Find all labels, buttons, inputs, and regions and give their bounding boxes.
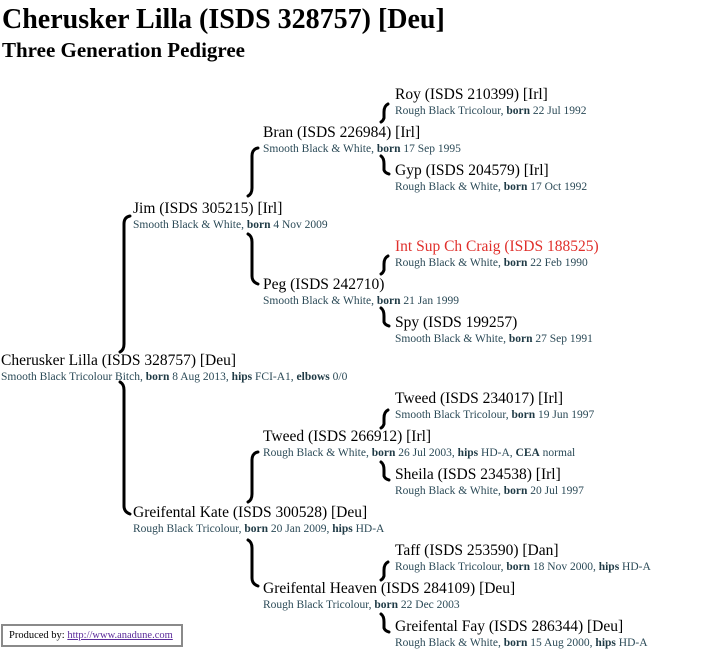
dog-name: Tweed (ISDS 266912) [Irl] [263, 428, 432, 445]
page-subtitle: Three Generation Pedigree [2, 38, 245, 62]
dog-details: Smooth Black & White, born 27 Sep 1991 [395, 333, 593, 345]
dog-details: Rough Black Tricolour, born 18 Nov 2000,… [395, 561, 651, 573]
dog-details: Rough Black & White, born 20 Jul 1997 [395, 485, 584, 497]
dog-name: Spy (ISDS 199257) [395, 314, 518, 331]
dog-name: Greifental Fay (ISDS 286344) [Deu] [395, 618, 624, 635]
dog-name: Peg (ISDS 242710) [263, 276, 385, 293]
bracket-tweed-sheila [379, 460, 391, 482]
dog-name: Sheila (ISDS 234538) [Irl] [395, 466, 561, 483]
dog-details: Smooth Black & White, born 17 Sep 1995 [263, 143, 461, 155]
dog-details: Rough Black Tricolour, born 22 Jul 1992 [395, 105, 587, 117]
dog-sheila: Sheila (ISDS 234538) [Irl] Rough Black &… [395, 466, 584, 499]
anadune-link[interactable]: http://www.anadune.com [67, 630, 173, 641]
dog-tweed-234017: Tweed (ISDS 234017) [Irl] Smooth Black T… [395, 390, 594, 423]
page-title: Cherusker Lilla (ISDS 328757) [Deu] [2, 4, 445, 35]
dog-spy: Spy (ISDS 199257) Smooth Black & White, … [395, 314, 593, 347]
dog-jim: Jim (ISDS 305215) [Irl] Smooth Black & W… [133, 200, 328, 233]
dog-details: Smooth Black & White, born 21 Jan 1999 [263, 295, 459, 307]
dog-name: Greifental Kate (ISDS 300528) [Deu] [133, 504, 368, 521]
dog-details: Rough Black & White, born 22 Feb 1990 [395, 257, 588, 269]
dog-name: Greifental Heaven (ISDS 284109) [Deu] [263, 580, 516, 597]
bracket-bran-roy [379, 102, 390, 124]
produced-by-label: Produced by: [9, 630, 68, 641]
dog-name: Cherusker Lilla (ISDS 328757) [Deu] [1, 352, 237, 369]
dog-name: Gyp (ISDS 204579) [Irl] [395, 162, 549, 179]
dog-craig: Int Sup Ch Craig (ISDS 188525) Rough Bla… [395, 238, 599, 271]
bracket-tweed-tweed [379, 408, 390, 430]
dog-details: Rough Black & White, born 15 Aug 2000, h… [395, 637, 648, 649]
bracket-heaven-fay [379, 612, 391, 634]
bracket-sire-sire [246, 146, 260, 198]
bracket-peg-spy [379, 306, 391, 328]
dog-greifental-fay: Greifental Fay (ISDS 286344) [Deu] Rough… [395, 618, 648, 651]
bracket-heaven-taff [379, 560, 390, 582]
bracket-bran-gyp [379, 154, 391, 176]
dog-details: Rough Black Tricolour, born 22 Dec 2003 [263, 599, 460, 611]
dog-details: Smooth Black Tricolour, born 19 Jun 1997 [395, 409, 595, 421]
dog-details: Rough Black Tricolour, born 20 Jan 2009,… [133, 523, 385, 535]
dog-name: Bran (ISDS 226984) [Irl] [263, 124, 421, 141]
dog-name-champion: Int Sup Ch Craig (ISDS 188525) [395, 238, 599, 255]
bracket-peg-craig [379, 254, 390, 276]
dog-subject: Cherusker Lilla (ISDS 328757) [Deu] Smoo… [1, 352, 347, 385]
dog-name: Tweed (ISDS 234017) [Irl] [395, 390, 564, 407]
dog-name: Taff (ISDS 253590) [Dan] [395, 542, 559, 559]
dog-tweed-266912: Tweed (ISDS 266912) [Irl] Rough Black & … [263, 428, 575, 461]
dog-name: Jim (ISDS 305215) [Irl] [133, 200, 283, 217]
dog-taff: Taff (ISDS 253590) [Dan] Rough Black Tri… [395, 542, 651, 575]
bracket-subject-dam [118, 380, 132, 516]
bracket-subject-sire [118, 214, 132, 354]
dog-roy: Roy (ISDS 210399) [Irl] Rough Black Tric… [395, 86, 587, 119]
dog-details: Rough Black & White, born 26 Jul 2003, h… [263, 447, 576, 459]
bracket-dam-sire [246, 450, 260, 504]
produced-by-box: Produced by: http://www.anadune.com [1, 624, 183, 647]
dog-details: Rough Black & White, born 17 Oct 1992 [395, 181, 588, 193]
dog-details: Smooth Black Tricolour Bitch, born 8 Aug… [1, 371, 348, 383]
dog-peg: Peg (ISDS 242710) Smooth Black & White, … [263, 276, 459, 309]
dog-name: Roy (ISDS 210399) [Irl] [395, 86, 548, 103]
bracket-sire-dam [246, 232, 260, 286]
dog-bran: Bran (ISDS 226984) [Irl] Smooth Black & … [263, 124, 461, 157]
bracket-dam-dam [246, 538, 260, 588]
dog-greifental-heaven: Greifental Heaven (ISDS 284109) [Deu] Ro… [263, 580, 515, 613]
dog-gyp: Gyp (ISDS 204579) [Irl] Rough Black & Wh… [395, 162, 587, 195]
dog-greifental-kate: Greifental Kate (ISDS 300528) [Deu] Roug… [133, 504, 384, 537]
dog-details: Smooth Black & White, born 4 Nov 2009 [133, 219, 328, 231]
